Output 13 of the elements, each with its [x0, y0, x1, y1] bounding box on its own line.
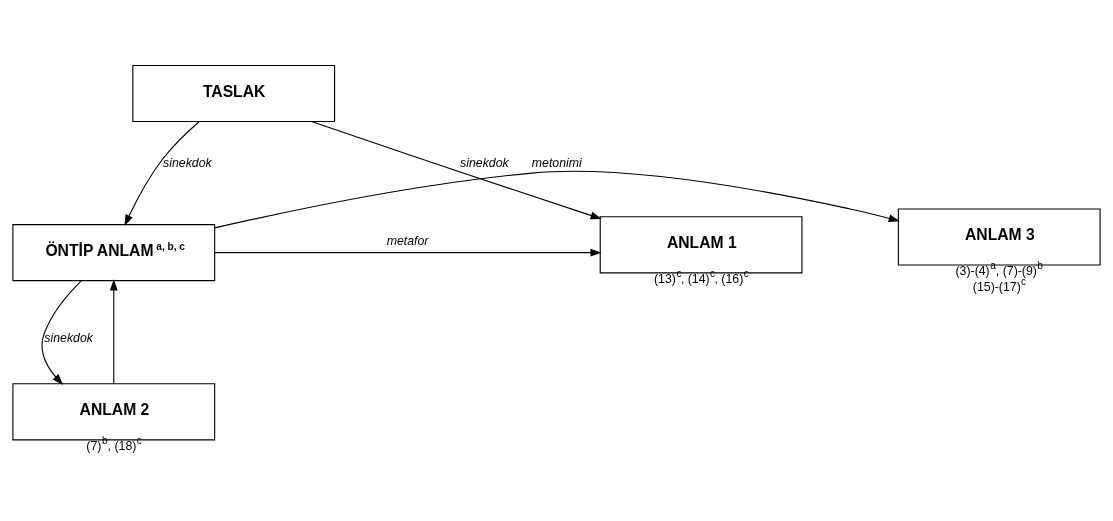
- edge-label: sinekdok: [460, 156, 509, 171]
- arrow: [311, 121, 602, 220]
- arrow: [109, 279, 118, 385]
- node-box: ÖNTİP ANLAM $^{a, b, c}$: [12, 224, 216, 282]
- edge-label: sinekdok: [163, 156, 212, 171]
- edge-label: metonimi: [531, 156, 582, 171]
- edge-label: metafor: [386, 233, 429, 248]
- node-box: TASLAK: [132, 64, 336, 123]
- arrow: [41, 280, 82, 385]
- arrow: [214, 248, 602, 257]
- arrow: [124, 121, 200, 226]
- edge-label: sinekdok: [44, 331, 93, 346]
- arrow: [214, 170, 900, 229]
